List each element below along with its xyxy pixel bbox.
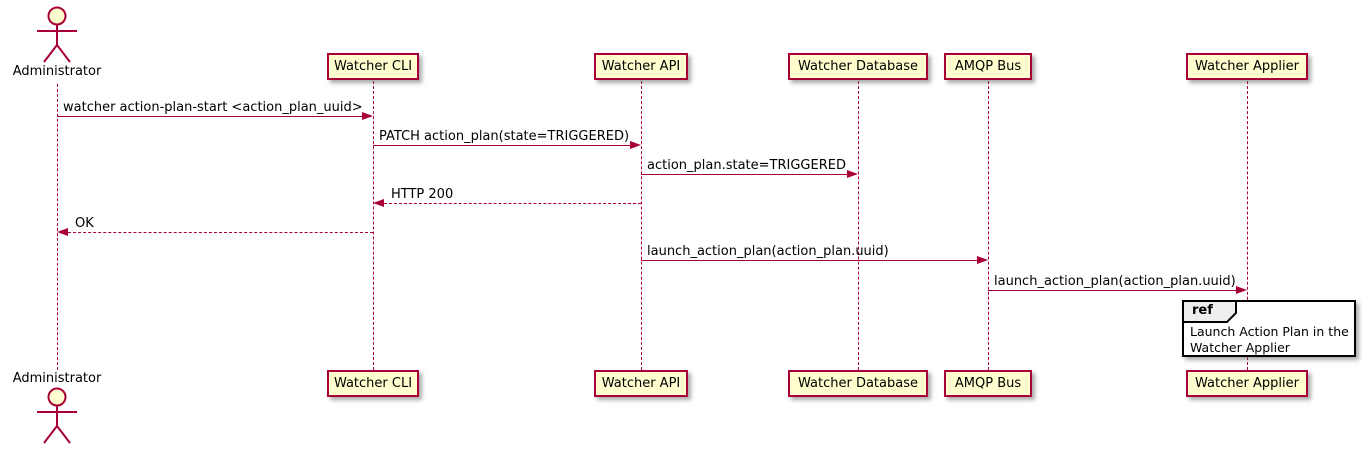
message-line-3 xyxy=(641,174,848,175)
administrator-actor-icon xyxy=(37,387,77,453)
message-line-7 xyxy=(988,290,1237,291)
arrowhead-right-icon xyxy=(977,256,988,264)
message-label-launch-action-plan-api: launch_action_plan(action_plan.uuid) xyxy=(647,244,889,259)
lifeline-watcher-applier xyxy=(1247,81,1248,370)
participant-watcher-database-top: Watcher Database xyxy=(788,53,928,80)
arrowhead-right-icon xyxy=(630,141,641,149)
participant-watcher-api-top: Watcher API xyxy=(594,53,688,80)
arrowhead-left-icon xyxy=(373,199,384,207)
actor-label-administrator-bottom: Administrator xyxy=(12,371,102,386)
message-label-http-200: HTTP 200 xyxy=(391,187,454,202)
message-label-action-plan-start: watcher action-plan-start <action_plan_u… xyxy=(63,100,363,115)
administrator-actor-icon xyxy=(37,3,77,69)
ref-fragment: ref Launch Action Plan in the Watcher Ap… xyxy=(1182,300,1356,357)
message-label-patch-action-plan: PATCH action_plan(state=TRIGGERED) xyxy=(379,129,630,144)
message-line-1 xyxy=(57,116,363,117)
lifeline-administrator xyxy=(57,84,58,370)
arrowhead-left-icon xyxy=(57,228,68,236)
lifeline-amqp-bus xyxy=(988,81,989,370)
actor-label-administrator-top: Administrator xyxy=(12,64,102,79)
ref-text-line-2: Watcher Applier xyxy=(1190,340,1290,355)
message-label-launch-action-plan-bus: launch_action_plan(action_plan.uuid) xyxy=(994,274,1236,289)
ref-text-line-1: Launch Action Plan in the xyxy=(1190,324,1349,339)
lifeline-watcher-api xyxy=(641,81,642,370)
arrowhead-right-icon xyxy=(847,170,858,178)
message-line-6 xyxy=(641,260,978,261)
arrowhead-right-icon xyxy=(1236,286,1247,294)
participant-watcher-cli-bottom: Watcher CLI xyxy=(327,370,419,397)
arrowhead-right-icon xyxy=(362,112,373,120)
message-label-ok: OK xyxy=(75,216,94,231)
ref-tab-shape xyxy=(1182,300,1237,323)
participant-amqp-bus-top: AMQP Bus xyxy=(944,53,1032,80)
participant-watcher-api-bottom: Watcher API xyxy=(594,370,688,397)
lifeline-watcher-cli xyxy=(373,81,374,370)
message-line-5 xyxy=(68,232,373,233)
participant-amqp-bus-bottom: AMQP Bus xyxy=(944,370,1032,397)
participant-watcher-applier-top: Watcher Applier xyxy=(1186,53,1308,80)
lifeline-watcher-database xyxy=(858,81,859,370)
ref-keyword: ref xyxy=(1192,303,1213,318)
message-line-4 xyxy=(384,203,641,204)
participant-watcher-database-bottom: Watcher Database xyxy=(788,370,928,397)
message-label-state-triggered: action_plan.state=TRIGGERED xyxy=(647,158,846,173)
participant-watcher-cli-top: Watcher CLI xyxy=(327,53,419,80)
message-line-2 xyxy=(373,145,631,146)
participant-watcher-applier-bottom: Watcher Applier xyxy=(1186,370,1308,397)
